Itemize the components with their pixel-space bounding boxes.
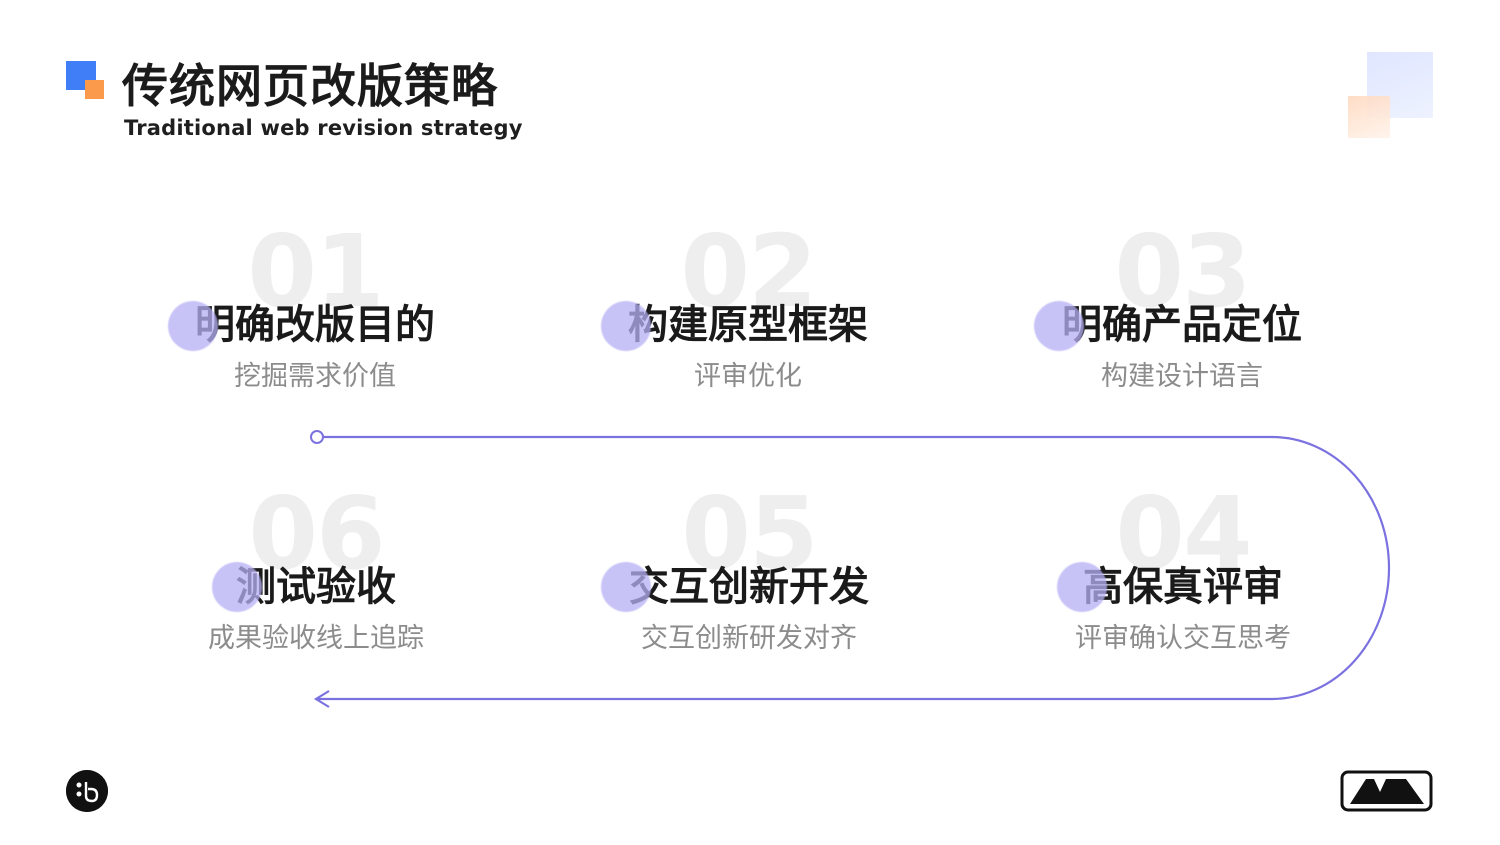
step-title: 明确产品定位 (1062, 302, 1302, 348)
step-title: 交互创新开发 (629, 564, 869, 610)
flow-line (318, 435, 1391, 701)
step-02: 02 构建原型框架 评审优化 (568, 213, 928, 392)
step-number: 05 (681, 475, 818, 592)
step-description: 评审确认交互思考 (1075, 623, 1291, 654)
logo-square-orange (85, 80, 104, 99)
step-number: 04 (1115, 475, 1252, 592)
step-description: 成果验收线上追踪 (208, 623, 424, 654)
step-04: 04 高保真评审 评审确认交互思考 (1003, 475, 1363, 654)
step-number: 03 (1114, 213, 1251, 330)
step-06: 06 测试验收 成果验收线上追踪 (136, 475, 496, 655)
step-title: 测试验收 (236, 564, 396, 610)
decor-square-orange (1348, 96, 1390, 138)
step-description: 构建设计语言 (1101, 361, 1263, 392)
step-dot (601, 562, 651, 612)
step-dot (601, 301, 651, 351)
step-number: 06 (248, 475, 385, 592)
step-number: 01 (247, 213, 384, 330)
step-title: 高保真评审 (1083, 564, 1283, 610)
logo-mark (66, 61, 106, 101)
mountain-badge-icon (1340, 770, 1433, 812)
step-title: 明确改版目的 (195, 302, 435, 348)
step-dot (212, 562, 262, 612)
flow-arrow-head (313, 690, 330, 708)
step-03: 03 明确产品定位 构建设计语言 (1002, 213, 1362, 392)
step-number: 02 (680, 213, 817, 330)
page-title: 传统网页改版策略 (122, 59, 498, 113)
step-dot (168, 301, 218, 351)
step-01: 01 明确改版目的 挖掘需求价值 (135, 213, 495, 392)
swirl-logo-icon (66, 770, 108, 812)
step-dot (1057, 562, 1107, 612)
step-05: 05 交互创新开发 交互创新研发对齐 (569, 475, 929, 654)
step-title: 构建原型框架 (628, 302, 868, 348)
page-subtitle: Traditional web revision strategy (124, 116, 523, 140)
step-description: 交互创新研发对齐 (641, 623, 857, 654)
step-description: 评审优化 (694, 361, 802, 392)
flow-start-circle (310, 430, 324, 444)
step-description: 挖掘需求价值 (234, 361, 396, 392)
step-dot (1034, 301, 1084, 351)
